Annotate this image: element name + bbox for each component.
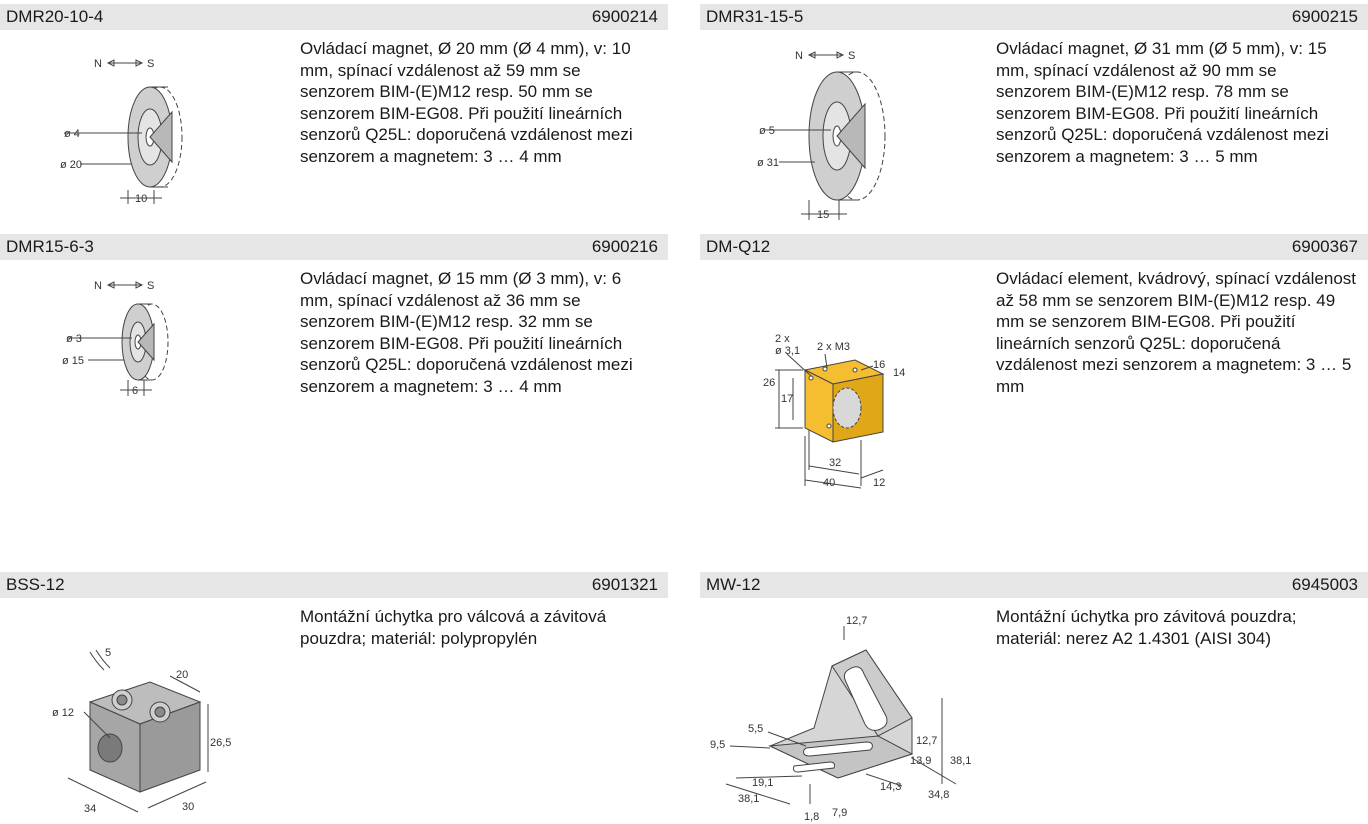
product-code: DMR15-6-3 xyxy=(6,237,94,256)
base-length-label: 38,1 xyxy=(738,793,759,805)
product-card-dm-q12: DM-Q12 6900367 2 x ø 3,1 2 x M3 26 17 16… xyxy=(700,234,1368,504)
height-outer-label: 26 xyxy=(763,377,775,389)
product-number: 6900367 xyxy=(1291,237,1358,256)
outer-dia-label: ø 31 xyxy=(757,157,779,169)
width-outer-label: 40 xyxy=(823,477,835,489)
product-number: 6900214 xyxy=(591,7,658,26)
product-number: 6901321 xyxy=(591,575,658,594)
inner-dia-label: ø 3 xyxy=(66,333,82,345)
product-card-mw-12: MW-12 6945003 12,7 5,5 9,5 12,7 13,9 38,… xyxy=(700,572,1368,824)
base-depth-label: 34,8 xyxy=(928,789,949,801)
slot-length-label: 19,1 xyxy=(752,777,773,789)
product-code: MW-12 xyxy=(706,575,761,594)
product-code: DM-Q12 xyxy=(706,237,771,256)
product-number: 6900216 xyxy=(591,237,658,256)
product-header: BSS-12 6901321 xyxy=(0,572,668,598)
slot-height-label: 12,7 xyxy=(916,735,937,747)
height-inner-label: 17 xyxy=(781,393,793,405)
product-description: Montážní úchytka pro závitová pouzdra; m… xyxy=(996,607,1297,648)
product-card-dmr20-10-4: DMR20-10-4 6900214 N S ø 4 ø 20 10 Ovlád… xyxy=(0,4,668,224)
edge-offset-label: 9,5 xyxy=(710,739,725,751)
length-label: 34 xyxy=(84,803,96,815)
hole-offset-label: 13,9 xyxy=(910,755,931,767)
top-width-label: 12,7 xyxy=(846,615,867,627)
product-description: Ovládací magnet, Ø 15 mm (Ø 3 mm), v: 6 … xyxy=(300,269,633,396)
holes-count-label: 2 x xyxy=(775,333,790,345)
product-number: 6900215 xyxy=(1291,7,1358,26)
slot-label: 5 xyxy=(105,647,111,659)
outer-dia-label: ø 20 xyxy=(60,159,82,171)
block-drawing: 2 x ø 3,1 2 x M3 26 17 16 14 32 40 12 xyxy=(763,333,905,489)
holes-dia-label: ø 3,1 xyxy=(775,345,800,357)
height-label: 26,5 xyxy=(210,737,231,749)
outer-dia-label: ø 15 xyxy=(62,355,84,367)
slot-width-label: 5,5 xyxy=(748,723,763,735)
width-inner-label: 32 xyxy=(829,457,841,469)
thickness-label: 10 xyxy=(135,193,147,205)
thickness-label: 15 xyxy=(817,209,829,221)
bracket-drawing: 5 ø 12 20 26,5 34 30 xyxy=(52,647,231,815)
south-label: S xyxy=(848,50,855,62)
angle-bracket-drawing: 12,7 5,5 9,5 12,7 13,9 38,1 19,1 38,1 14… xyxy=(710,615,971,823)
thickness-label: 12 xyxy=(873,477,885,489)
total-height-label: 38,1 xyxy=(950,755,971,767)
thread-label: 2 x M3 xyxy=(817,341,850,353)
plate-thickness-label: 1,8 xyxy=(804,811,819,823)
product-header: MW-12 6945003 xyxy=(700,572,1368,598)
magnet-drawing: N S ø 5 ø 31 15 xyxy=(757,50,886,221)
depth-b-label: 14 xyxy=(893,367,905,379)
slot-offset-label: 7,9 xyxy=(832,807,847,819)
south-label: S xyxy=(147,58,154,70)
north-label: N xyxy=(94,280,102,292)
south-label: S xyxy=(147,280,154,292)
product-header: DMR20-10-4 6900214 xyxy=(0,4,668,30)
product-header: DMR15-6-3 6900216 xyxy=(0,234,668,260)
product-card-dmr15-6-3: DMR15-6-3 6900216 N S ø 3 ø 15 6 Ovládac… xyxy=(0,234,668,444)
base-offset-label: 14,3 xyxy=(880,781,901,793)
product-header: DMR31-15-5 6900215 xyxy=(700,4,1368,30)
inner-dia-label: ø 4 xyxy=(64,128,80,140)
product-header: DM-Q12 6900367 xyxy=(700,234,1368,260)
dia-label: ø 12 xyxy=(52,707,74,719)
product-code: DMR31-15-5 xyxy=(706,7,804,26)
product-code: BSS-12 xyxy=(6,575,65,594)
product-number: 6945003 xyxy=(1291,575,1358,594)
thickness-label: 6 xyxy=(132,385,138,397)
depth-label: 30 xyxy=(182,801,194,813)
product-description: Ovládací magnet, Ø 20 mm (Ø 4 mm), v: 10… xyxy=(300,39,633,166)
magnet-drawing: N S ø 3 ø 15 6 xyxy=(62,280,169,397)
product-description: Montážní úchytka pro válcová a závitová … xyxy=(300,607,607,648)
north-label: N xyxy=(795,50,803,62)
magnet-drawing: N S ø 4 ø 20 10 xyxy=(60,58,183,205)
product-card-dmr31-15-5: DMR31-15-5 6900215 N S ø 5 ø 31 15 Ovlád… xyxy=(700,4,1368,224)
product-description: Ovládací element, kvádrový, spínací vzdá… xyxy=(996,269,1357,396)
inner-dia-label: ø 5 xyxy=(759,125,775,137)
width-label: 20 xyxy=(176,669,188,681)
product-description: Ovládací magnet, Ø 31 mm (Ø 5 mm), v: 15… xyxy=(996,39,1329,166)
product-code: DMR20-10-4 xyxy=(6,7,104,26)
product-card-bss-12: BSS-12 6901321 5 ø 12 20 26,5 34 30 Mont… xyxy=(0,572,668,824)
north-label: N xyxy=(94,58,102,70)
depth-a-label: 16 xyxy=(873,359,885,371)
